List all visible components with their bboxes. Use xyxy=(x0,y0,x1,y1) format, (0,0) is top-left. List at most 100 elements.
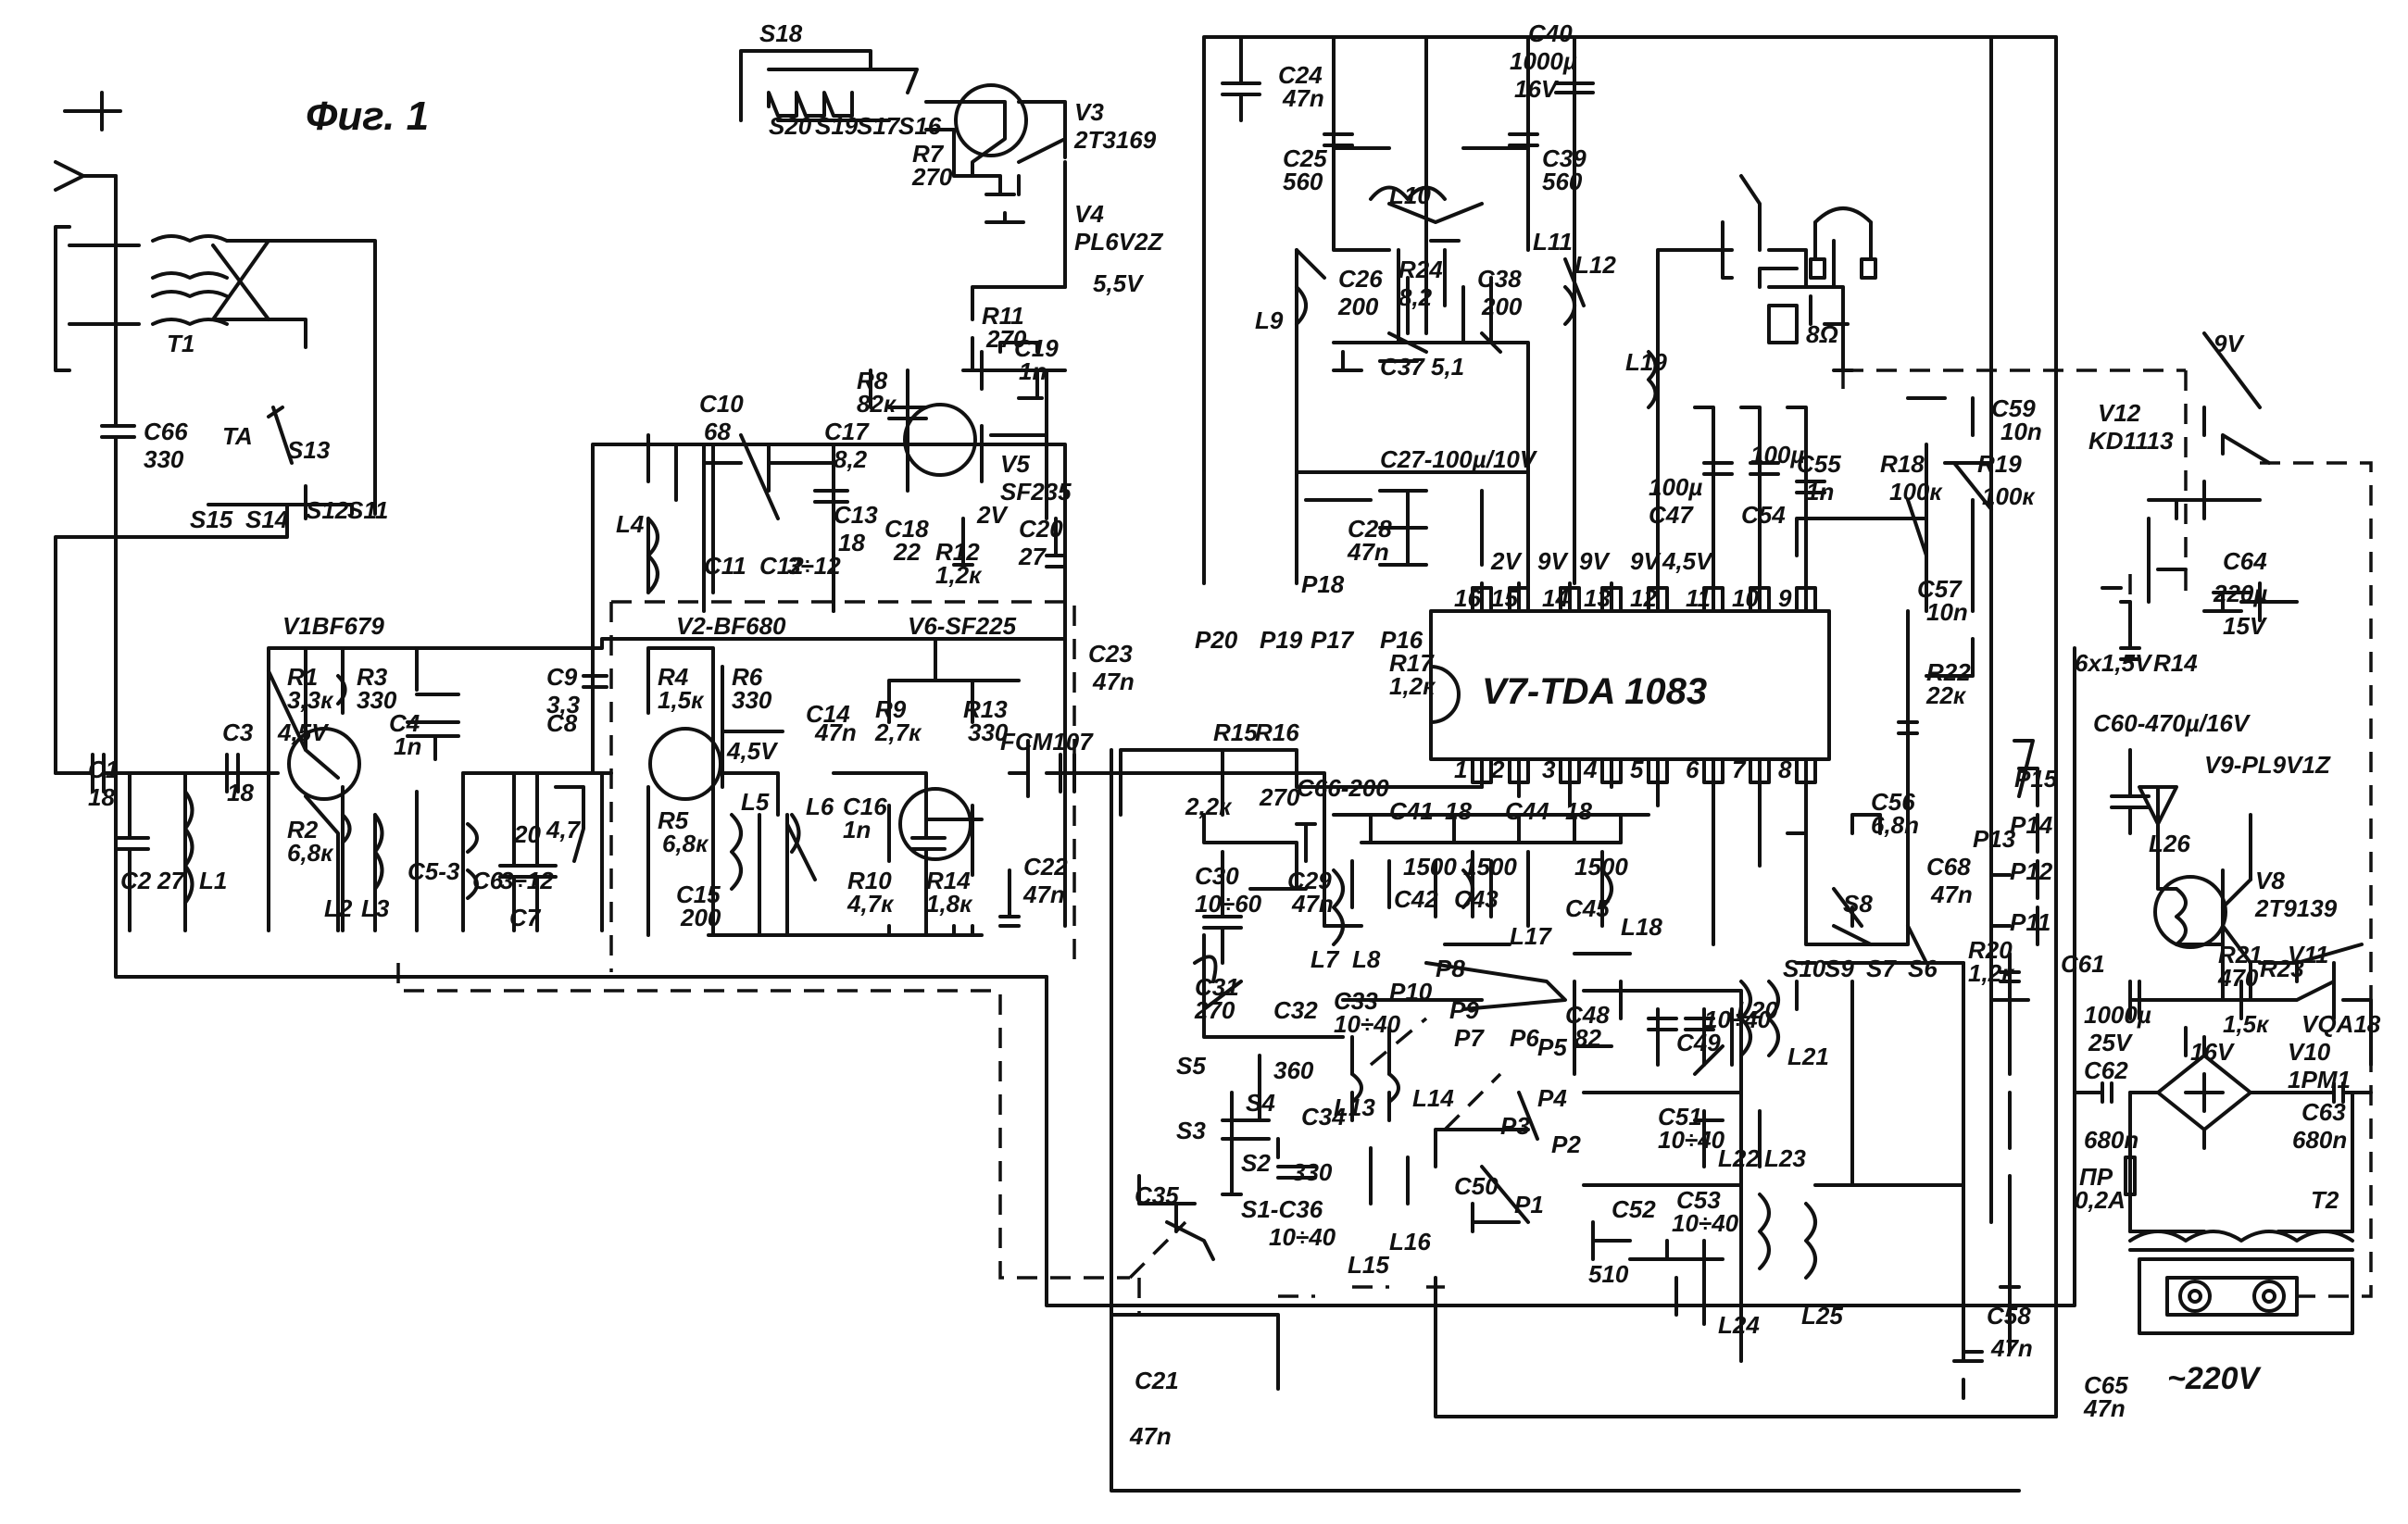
ic-pin-number: 3 xyxy=(1542,756,1556,783)
label-c17: C17 xyxy=(824,418,870,445)
label-c20: C20 xyxy=(1019,515,1063,543)
label-c66v: 330 xyxy=(144,445,184,473)
label-c57v: 10n xyxy=(1926,598,1968,626)
label-c64: C64 xyxy=(2223,547,2267,575)
label-c23v: 47n xyxy=(1092,668,1135,695)
label-c62v: 680n xyxy=(2084,1126,2138,1154)
label-c42: C42 xyxy=(1394,885,1438,913)
label-c25: C25 xyxy=(1283,144,1327,172)
label-pin14v: 9V xyxy=(1579,547,1611,575)
label-c19v: 1n xyxy=(1019,357,1047,385)
ic-pin-number: 16 xyxy=(1454,584,1481,612)
label-c59v: 10n xyxy=(2000,418,2042,445)
label-s15: S15 xyxy=(190,506,233,533)
label-l2: L2 xyxy=(324,894,353,922)
label-c2: C2 xyxy=(120,867,152,894)
supply-5v5: 5,5V xyxy=(1093,269,1145,297)
label-s17: S17 xyxy=(857,112,901,140)
label-r17v: 1,2к xyxy=(1389,672,1436,700)
label-c61: C61 xyxy=(2061,950,2105,978)
label-l11: L11 xyxy=(1533,228,1573,256)
label-c38v: 200 xyxy=(1481,293,1523,320)
label-c52: C52 xyxy=(1612,1195,1656,1223)
label-p12: P12 xyxy=(2010,857,2053,885)
label-c64w: 15V xyxy=(2223,612,2268,640)
label-r8: R8 xyxy=(857,367,888,394)
label-c29: C29 xyxy=(1287,867,1332,894)
label-s8: S8 xyxy=(1843,890,1873,918)
label-c39v: 560 xyxy=(1542,168,1583,195)
label-c26v: 200 xyxy=(1337,293,1379,320)
label-c12: C12 xyxy=(759,552,804,580)
label-v12: V12 xyxy=(2098,399,2141,427)
label-v16: 16V xyxy=(2190,1038,2236,1066)
label-p10: P10 xyxy=(1389,978,1433,1006)
label-r6v: 330 xyxy=(732,686,772,714)
mains-voltage: ~220V xyxy=(2167,1361,2263,1396)
label-p13: P13 xyxy=(1973,825,2016,853)
label-r5v: 6,8к xyxy=(662,830,709,857)
label-c43v: 1500 xyxy=(1463,853,1517,881)
label-s20: S20 xyxy=(769,112,812,140)
label-l15: L15 xyxy=(1348,1251,1389,1279)
label-ta: TA xyxy=(222,422,253,450)
label-c12v: 3÷12 xyxy=(787,552,841,580)
ic-pin-number: 13 xyxy=(1584,584,1611,612)
label-c34: C34 xyxy=(1301,1103,1346,1131)
label-c61w: 25V xyxy=(2088,1029,2134,1056)
label-r13v: 330 xyxy=(968,718,1009,746)
label-s11: S11 xyxy=(347,496,388,524)
ic-pin-top xyxy=(1702,586,1724,613)
ic-pin-number: 1 xyxy=(1454,756,1467,783)
label-l3: L3 xyxy=(361,894,390,922)
label-c36v: 10÷40 xyxy=(1269,1223,1336,1251)
label-p6: P6 xyxy=(1510,1024,1539,1052)
label-fcm: FCM107 xyxy=(1000,728,1094,756)
label-r5: R5 xyxy=(658,806,689,834)
label-r14: R14 xyxy=(926,867,971,894)
label-v6: V6-SF225 xyxy=(908,612,1017,640)
label-v5: V5 xyxy=(1000,450,1030,478)
label-c60: C60-470µ/16V xyxy=(2093,709,2251,737)
label-r9v: 2,7к xyxy=(874,718,922,746)
label-c7: C7 xyxy=(509,904,542,931)
label-c14: C14 xyxy=(806,700,850,728)
label-c6v: 3÷12 xyxy=(500,867,554,894)
label-s18: S18 xyxy=(759,19,803,47)
label-c30v: 10÷60 xyxy=(1195,890,1262,918)
label-c52v: 510 xyxy=(1588,1260,1629,1288)
label-v3t: 2T3169 xyxy=(1073,126,1157,154)
label-r8v: 82к xyxy=(857,390,897,418)
label-v4t: PL6V2Z xyxy=(1074,228,1163,256)
label-r11: R11 xyxy=(982,302,1024,330)
label-c32: C32 xyxy=(1273,996,1318,1024)
label-c37: C37 xyxy=(1380,353,1425,381)
label-v12t: KD1113 xyxy=(2088,427,2174,455)
label-c21: C21 xyxy=(1135,1367,1179,1394)
label-r15: R15 xyxy=(1213,718,1258,746)
label-p15: P15 xyxy=(2014,765,2058,793)
label-v1: V1BF679 xyxy=(282,612,384,640)
label-c48v: 82 xyxy=(1574,1024,1601,1052)
label-r13: R13 xyxy=(963,695,1008,723)
label-r19v: 100к xyxy=(1982,482,2036,510)
label-c44v: 18 xyxy=(1565,797,1592,825)
label-c62: C62 xyxy=(2084,1056,2128,1084)
label-c57: C57 xyxy=(1917,575,1963,603)
label-c34v: 330 xyxy=(1292,1158,1333,1186)
label-c49v: 10÷40 xyxy=(1704,1006,1772,1033)
label-c1: C1 xyxy=(88,756,119,783)
label-p7: P7 xyxy=(1454,1024,1485,1052)
figure-caption: Фиг. 1 xyxy=(306,94,429,139)
label-pin12v: 4,5V xyxy=(1662,547,1714,575)
label-r22: R22 xyxy=(1926,658,1971,686)
label-l18: L18 xyxy=(1621,913,1662,941)
label-s10: S10 xyxy=(1783,955,1826,982)
label-c63v: 680n xyxy=(2292,1126,2347,1154)
ic-pin-number: 8 xyxy=(1778,756,1792,783)
label-l25: L25 xyxy=(1801,1302,1843,1330)
label-s2: S2 xyxy=(1241,1149,1271,1177)
label-c65: C65 xyxy=(2084,1371,2128,1399)
label-r3v: 330 xyxy=(357,686,397,714)
